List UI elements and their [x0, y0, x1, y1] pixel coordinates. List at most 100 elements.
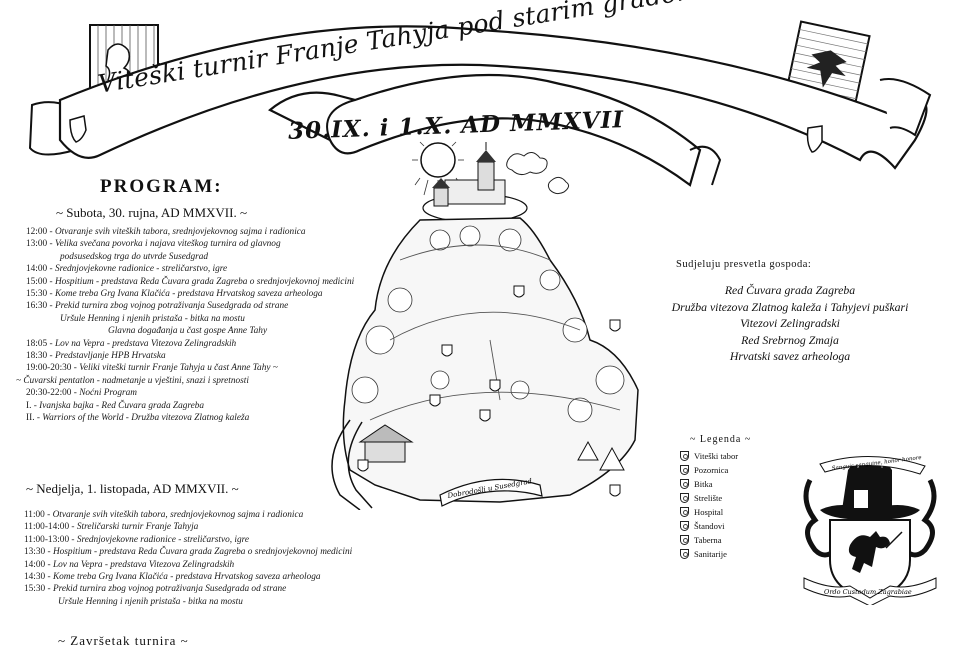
schedule-time: 15:00 — [26, 276, 48, 287]
schedule-text: Ivanjska bajka - Red Čuvara grada Zagreb… — [39, 400, 205, 411]
schedule-text: Lov na Vepra - predstava Vitezova Zeling… — [52, 559, 235, 570]
title-banner — [28, 20, 932, 187]
schedule-item: 20:30-22:00 - Noćni Program — [26, 388, 137, 399]
schedule-text: Srednjovjekovne radionice - streličarstv… — [76, 534, 250, 545]
schedule-time: II. — [26, 413, 35, 424]
program-heading: PROGRAM: — [100, 176, 223, 197]
day1-heading: ~ Subota, 30. rujna, AD MMXVII. ~ — [56, 205, 248, 220]
schedule-item: podsusedskog trga do utvrde Susedgrad — [26, 251, 354, 263]
legend-title: ~ Legenda ~ — [690, 434, 752, 445]
schedule-item: 19:00-20:30 - Veliki viteški turnir Fran… — [26, 363, 278, 374]
hospital-shield-icon — [680, 507, 689, 517]
schedule-item: ~ Čuvarski pentatlon - nadmetanje u vješ… — [16, 375, 354, 387]
schedule-item: II. - Warriors of the World - Družba vit… — [26, 413, 250, 424]
tent-shield-icon — [680, 451, 689, 461]
schedule-text: Kome treba Grg Ivana Klačića - predstava… — [52, 572, 321, 583]
legend-item: Strelište — [680, 491, 751, 505]
participant-item: Družba vitezova Zlatnog kaleža i Tahyjev… — [671, 299, 909, 314]
closing-line: ~ Završetak turnira ~ — [58, 633, 189, 648]
schedule-item: 11:00 - Otvaranje svih viteških tabora, … — [24, 510, 304, 520]
schedule-text: Srednjovjekovne radionice - streličarstv… — [54, 264, 228, 275]
participant-item: Red Srebrnog Zmaja — [741, 332, 839, 347]
stage-shield-icon — [680, 465, 689, 475]
schedule-item: Uršule Henning i njenih pristaša - bitka… — [24, 596, 352, 608]
schedule-text: ~ Čuvarski pentatlon - nadmetanje u vješ… — [16, 375, 249, 386]
legend-label: Viteški tabor — [694, 451, 739, 461]
legend-label: Sanitarije — [694, 549, 727, 559]
schedule-item: 15:00 - Hospitium - predstava Reda Čuvar… — [26, 276, 355, 287]
schedule-item: 11:00-13:00 - Srednjovjekovne radionice … — [24, 534, 250, 545]
toilets-shield-icon — [680, 549, 689, 559]
castle-icon — [422, 142, 528, 223]
schedule-item: 15:30 - Prekid turnira zbog vojnog potra… — [24, 584, 287, 595]
schedule-item: 16:30 - Prekid turnira zbog vojnog potra… — [26, 301, 289, 312]
schedule-time: 13:00 — [26, 239, 48, 250]
schedule-text: Hospitium - predstava Reda Čuvara grada … — [54, 276, 355, 287]
schedule-text: Noćni Program — [79, 388, 137, 399]
participant-item: Vitezovi Zelingradski — [740, 316, 840, 331]
tavern-shield-icon — [680, 535, 689, 545]
schedule-item: 13:30 - Hospitium - predstava Reda Čuvar… — [24, 547, 353, 558]
legend-label: Pozornica — [694, 465, 729, 475]
schedule-text: Veliki viteški turnir Franje Tahyja u ča… — [79, 363, 278, 374]
schedule-text: Warriors of the World - Družba vitezova … — [42, 413, 250, 424]
day2-schedule: 11:00 - Otvaranje svih viteških tabora, … — [24, 509, 352, 608]
schedule-text: Prekid turnira zbog vojnog potraživanja … — [54, 301, 289, 312]
schedule-text: podsusedskog trga do utvrde Susedgrad — [60, 251, 209, 262]
schedule-time: 11:00-14:00 — [24, 522, 70, 533]
schedule-time: 16:30 — [26, 301, 48, 312]
schedule-text: Kome treba Grg Ivana Klačića - predstava… — [54, 289, 323, 300]
cloud-icon — [547, 176, 570, 195]
schedule-item: Uršule Henning i njenih pristaša - bitka… — [26, 313, 354, 325]
small-shield-icon — [806, 125, 823, 153]
legend-item: Viteški tabor — [680, 449, 751, 463]
schedule-time: 14:00 — [26, 264, 48, 275]
schedule-time: 18:30 — [26, 351, 48, 362]
schedule-time: 11:00-13:00 — [24, 534, 70, 545]
motto-bottom: Ordo Custodum Zagrabiae — [824, 588, 912, 596]
small-shield-icon — [69, 115, 87, 143]
participants-list: Red Čuvara grada Zagreba Družba vitezova… — [640, 282, 940, 365]
schedule-text: Lov na Vepra - predstava Vitezova Zeling… — [54, 338, 237, 349]
battle-shield-icon — [680, 479, 689, 489]
participant-item: Red Čuvara grada Zagreba — [724, 283, 856, 297]
map-legend: ~ Legenda ~ Viteški tabor Pozornica Bitk… — [680, 434, 751, 561]
schedule-item: 12:00 - Otvaranje svih viteških tabora, … — [26, 227, 306, 237]
schedule-item: 14:30 - Kome treba Grg Ivana Klačića - p… — [24, 572, 321, 583]
schedule-item: 11:00-14:00 - Streličarski turnir Franje… — [24, 522, 199, 533]
schedule-time: 11:00 — [24, 510, 45, 520]
stalls-shield-icon — [680, 521, 689, 531]
cabin-icon — [358, 424, 414, 463]
schedule-time: 18:05 — [26, 338, 48, 349]
day2-heading: ~ Nedjelja, 1. listopada, AD MMXVII. ~ — [26, 481, 239, 496]
legend-item: Hospital — [680, 505, 751, 519]
tent-icon — [577, 440, 625, 471]
schedule-time: 13:30 — [24, 547, 46, 558]
schedule-text: Otvaranje svih viteških tabora, srednjov… — [54, 227, 306, 237]
schedule-time: 14:30 — [24, 572, 46, 583]
legend-label: Bitka — [694, 479, 713, 489]
schedule-text: Velika svečana povorka i najava viteškog… — [54, 239, 281, 250]
schedule-item: 18:30 - Predstavljanje HPB Hrvatska — [26, 351, 166, 362]
schedule-text: Glavna događanja u čast gospe Anne Tahy — [108, 326, 268, 337]
schedule-text: Otvaranje svih viteških tabora, srednjov… — [52, 510, 304, 520]
legend-item: Pozornica — [680, 463, 751, 477]
schedule-time: I. — [26, 400, 32, 411]
schedule-time: 19:00-20:30 — [26, 363, 72, 374]
schedule-time: 20:30-22:00 — [26, 388, 72, 399]
schedule-text: Uršule Henning i njenih pristaša - bitka… — [60, 313, 245, 324]
legend-label: Taberna — [694, 535, 722, 545]
schedule-time: 15:30 — [24, 584, 46, 595]
legend-label: Strelište — [694, 493, 723, 503]
legend-label: Štandovi — [694, 521, 725, 531]
schedule-text: Streličarski turnir Franje Tahyja — [76, 522, 199, 533]
schedule-item: 15:30 - Kome treba Grg Ivana Klačića - p… — [26, 289, 323, 300]
schedule-time: 12:00 — [26, 227, 48, 237]
archery-shield-icon — [680, 493, 689, 503]
participant-item: Hrvatski savez arheologa — [729, 349, 851, 364]
schedule-time: 14:00 — [24, 559, 46, 570]
schedule-time: 15:30 — [26, 289, 48, 300]
schedule-text: Hospitium - predstava Reda Čuvara grada … — [52, 547, 353, 558]
order-coat-of-arms-logo: Sanguis sanguine, honor honore Ordo Cust… — [803, 455, 937, 605]
legend-item: Sanitarije — [680, 547, 751, 561]
